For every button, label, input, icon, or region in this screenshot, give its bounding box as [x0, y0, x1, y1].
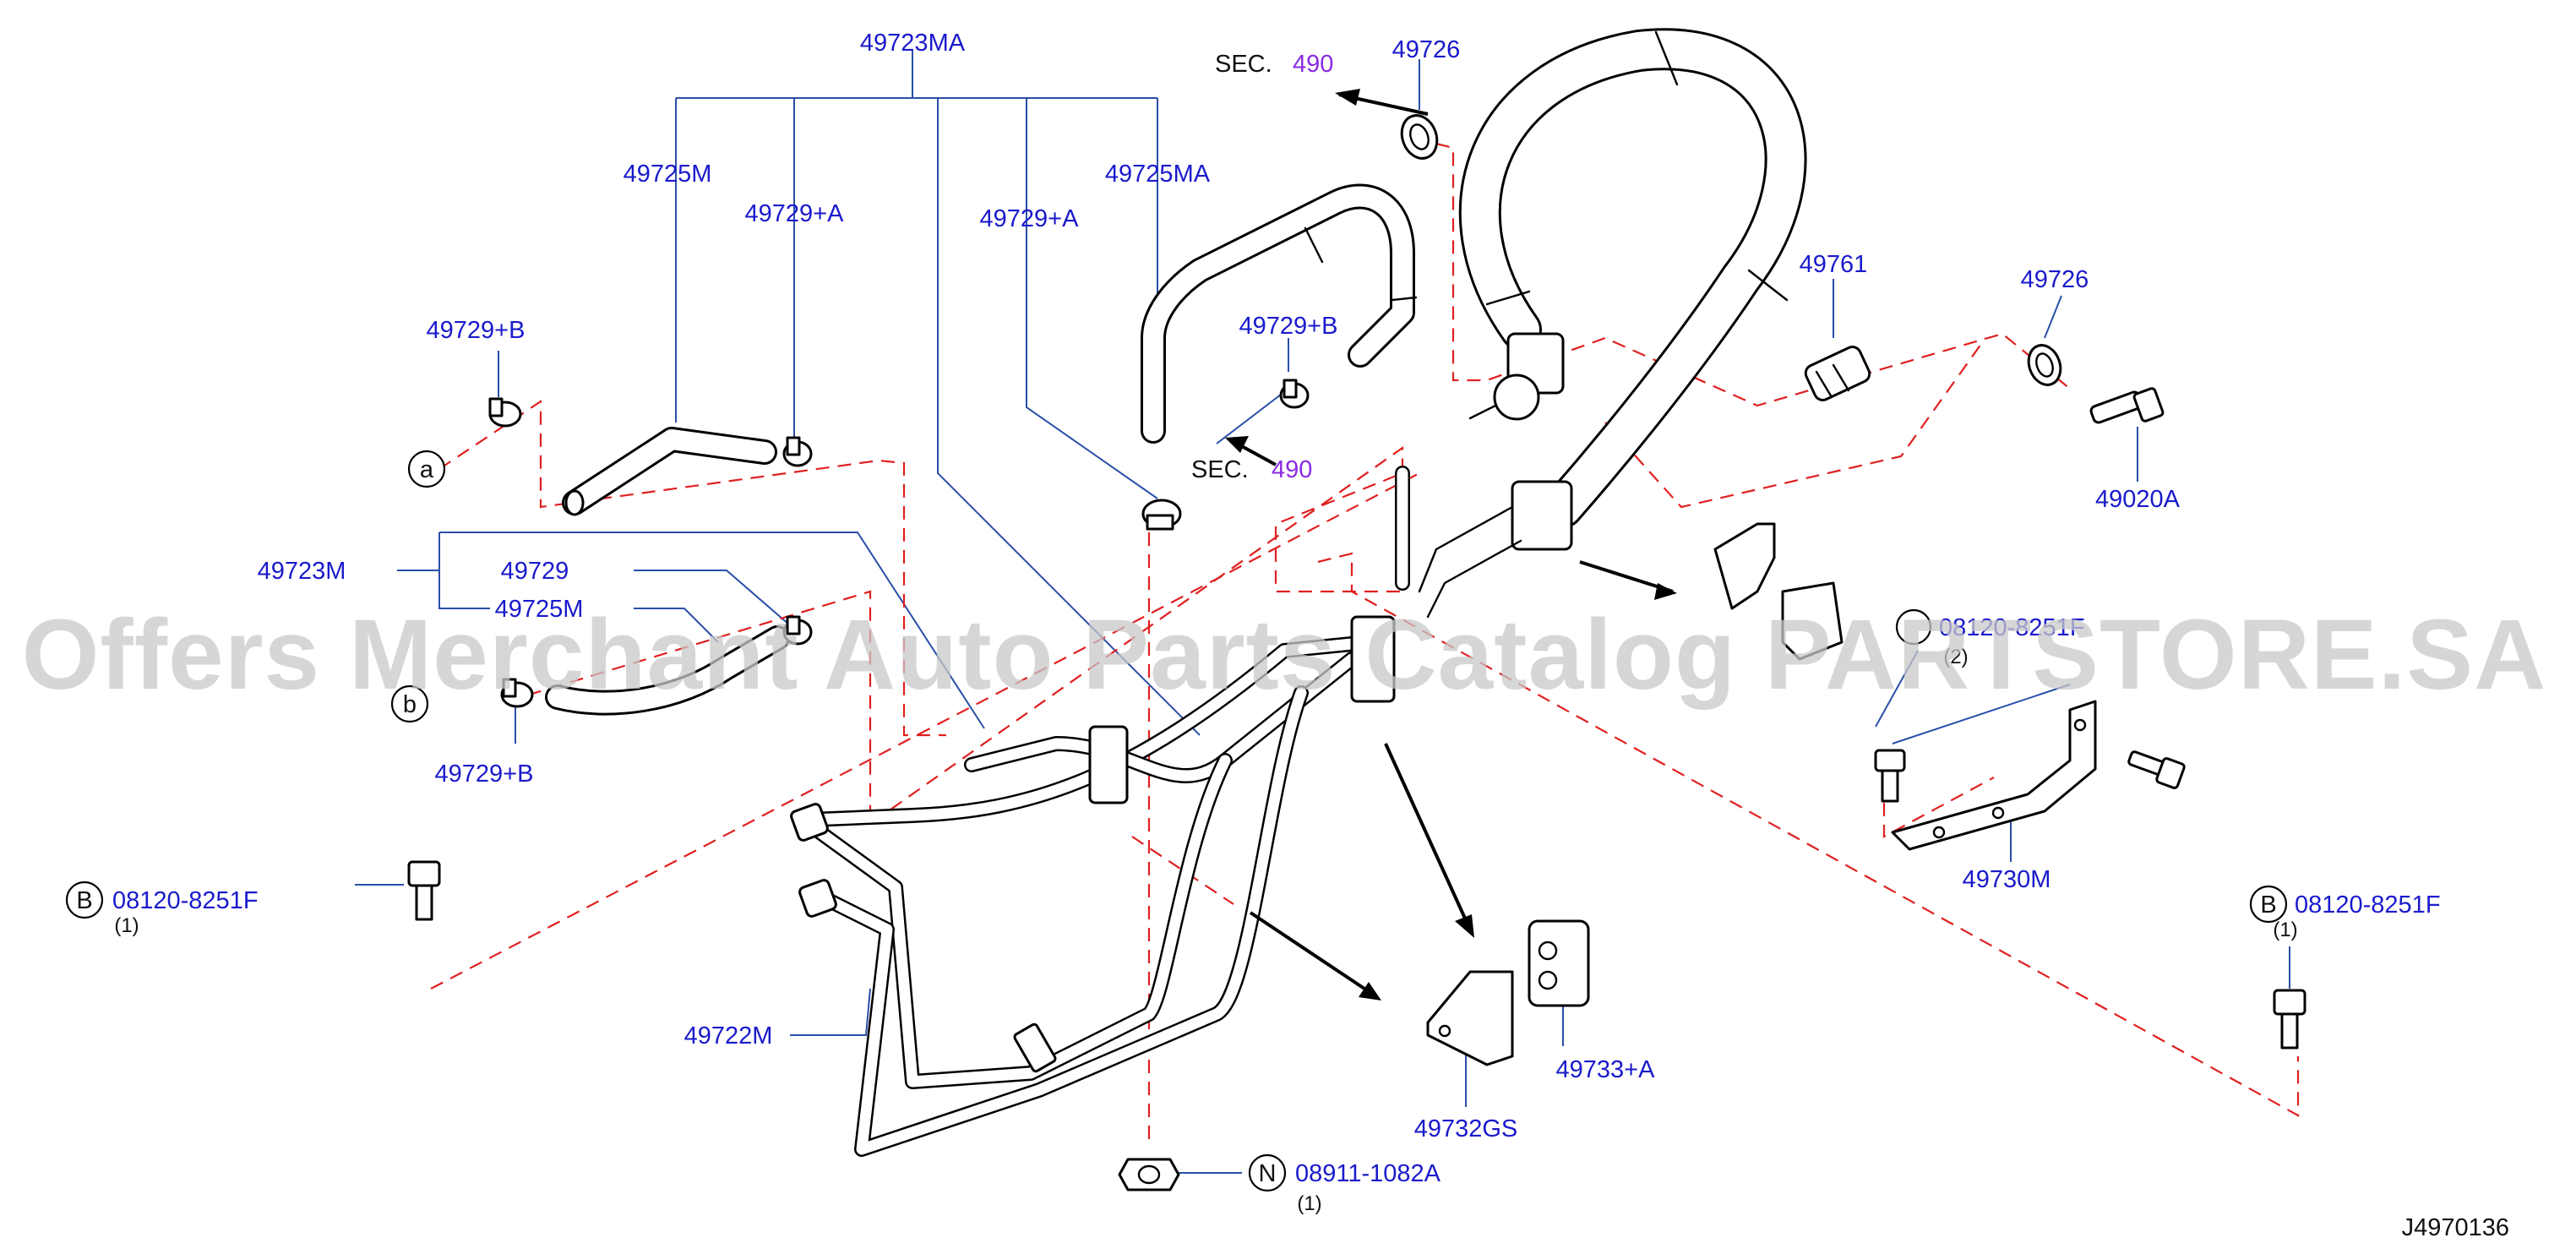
label-49729[interactable]: 49729 [501, 558, 569, 585]
callout-N: N [1248, 1153, 1287, 1192]
bracket-upper [1713, 522, 1844, 661]
callout-N-letter: N [1259, 1160, 1277, 1187]
label-49725MA[interactable]: 49725MA [1105, 161, 1211, 188]
bolt-08120-left [407, 860, 441, 921]
label-49729B-top[interactable]: 49729+B [427, 317, 526, 344]
label-49726-right[interactable]: 49726 [2021, 266, 2089, 293]
qty-bottom-right: (1) [2273, 919, 2297, 941]
return-tube-top [1141, 183, 1418, 444]
nut-08911 [1118, 1158, 1180, 1191]
clamp-49729B-bottom [500, 678, 534, 708]
label-49723M[interactable]: 49723M [258, 558, 346, 585]
label-49725M-top[interactable]: 49725M [624, 161, 712, 188]
label-49729B-bottom[interactable]: 49729+B [435, 761, 534, 788]
label-08120-bottom-right[interactable]: 08120-8251F [2295, 891, 2441, 919]
hose-fitting [1418, 332, 1573, 619]
diagram-id: J4970136 [2402, 1214, 2509, 1241]
callout-B-left: B [65, 881, 104, 919]
label-49761[interactable]: 49761 [1800, 251, 1868, 278]
insulator-49733A [1528, 919, 1590, 1007]
section-ref-top-prefix: SEC. [1215, 51, 1272, 78]
label-49729A-1[interactable]: 49729+A [745, 200, 845, 227]
clamp-49729A-top [782, 436, 813, 467]
label-49729A-2[interactable]: 49729+A [980, 205, 1080, 232]
callout-B-right: B [2249, 885, 2288, 924]
dashed-reference-lines [430, 142, 2300, 1141]
bolt-49020A [2089, 387, 2165, 424]
bolt-bracket-left [1874, 749, 1906, 803]
hose-49725M-top [562, 427, 777, 516]
clamp-49729A-mid [1141, 499, 1182, 531]
qty-left: (1) [114, 914, 139, 937]
clamp-49729B-mid [1279, 379, 1310, 409]
o-ring-49726-top [1400, 114, 1439, 160]
section-ref-top[interactable]: SEC. 490 [1215, 51, 1333, 78]
callout-b-letter: b [403, 691, 417, 718]
part-labels: 49723MA 49725M 49729+A 49729+A 49725MA 4… [112, 30, 2441, 1187]
qty-right-mid: (2) [1943, 646, 1968, 668]
quantities: (1) (2) (1) (1) [114, 646, 2297, 1215]
label-49723MA[interactable]: 49723MA [860, 30, 966, 57]
label-49726-top[interactable]: 49726 [1392, 36, 1461, 63]
label-08120-left[interactable]: 08120-8251F [112, 887, 259, 914]
callout-B-right-letter: B [2260, 891, 2276, 919]
clamp-49729 [782, 615, 813, 646]
label-49732GS[interactable]: 49732GS [1414, 1115, 1518, 1142]
label-49020A[interactable]: 49020A [2095, 486, 2181, 513]
callout-b: b [390, 684, 429, 723]
clamp-49729B-top [488, 397, 522, 428]
callout-B-left-letter: B [76, 887, 92, 914]
bolt-08120-bottom-right [2273, 989, 2306, 1050]
label-49725M-mid[interactable]: 49725M [495, 596, 584, 623]
label-08911[interactable]: 08911-1082A [1295, 1160, 1441, 1187]
label-49729B-mid[interactable]: 49729+B [1239, 313, 1338, 340]
label-08120-partial[interactable]: 08120-8251F [1939, 614, 2085, 641]
bracket-49732GS [1426, 970, 1514, 1066]
pipe-assembly-49722M [790, 466, 1410, 1157]
section-ref-mid-prefix: SEC. [1191, 456, 1249, 483]
callout-a-letter: a [420, 456, 434, 483]
section-ref-mid-number[interactable]: 490 [1272, 456, 1312, 483]
o-ring-49726-right [2027, 344, 2062, 386]
section-ref-mid[interactable]: SEC. 490 [1191, 456, 1312, 483]
qty-nut: (1) [1297, 1192, 1321, 1215]
connector-49761 [1804, 346, 1871, 401]
section-ref-top-number[interactable]: 490 [1293, 51, 1333, 78]
label-49730M[interactable]: 49730M [1963, 866, 2051, 893]
label-49733A[interactable]: 49733+A [1556, 1056, 1656, 1083]
bolt-bracket-right [2127, 750, 2186, 789]
label-49722M[interactable]: 49722M [684, 1022, 773, 1050]
arrows [1225, 89, 1677, 1000]
watermark: Offers Merchant Auto Parts Catalog PARTS… [22, 599, 2547, 711]
bracket-49730M [1891, 700, 2097, 851]
callout-partial-right [1895, 608, 1932, 646]
leader-lines [355, 51, 2290, 1174]
hose-loop [1459, 28, 1807, 528]
callout-a: a [407, 450, 446, 488]
hose-49725M-mid [545, 625, 790, 716]
